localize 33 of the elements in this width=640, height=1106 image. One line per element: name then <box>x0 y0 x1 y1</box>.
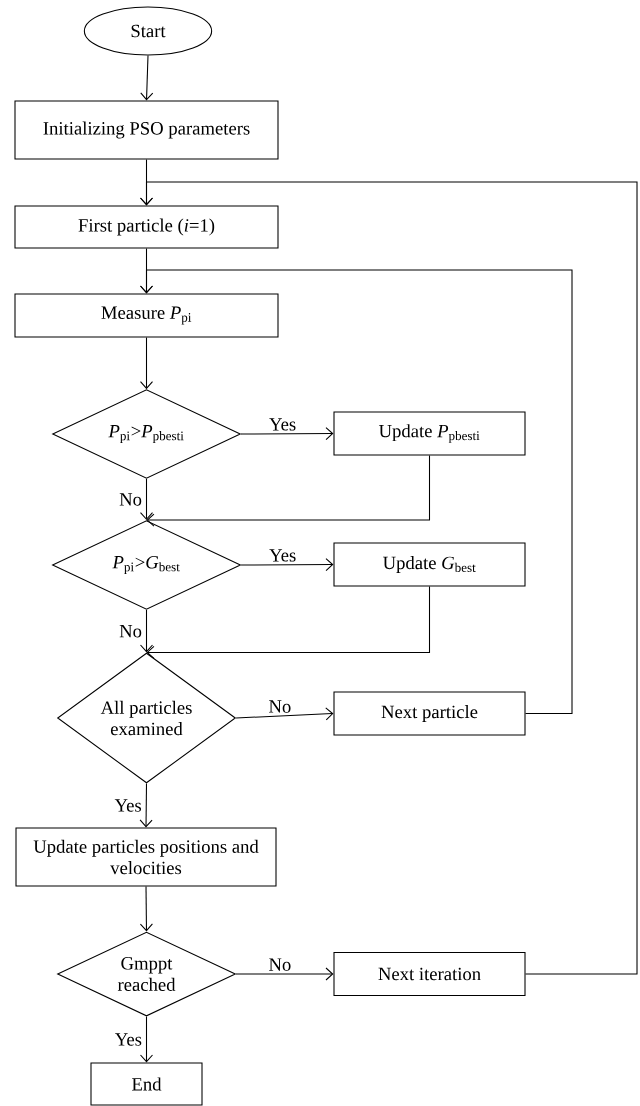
process-box: Next particle <box>333 691 526 736</box>
edge-label: No <box>269 700 291 713</box>
arrow <box>235 707 334 721</box>
edge-label: Yes <box>114 799 142 812</box>
arrow <box>139 337 154 390</box>
process-box: First particle (i=1) <box>14 205 279 249</box>
edge-label: Yes <box>269 418 296 431</box>
edge-label: Yes <box>115 1033 142 1046</box>
process-box: Update G$_{best}$ <box>333 542 526 587</box>
edge-label: No <box>119 625 142 638</box>
edge-label: No <box>269 958 291 971</box>
arrow <box>139 269 573 715</box>
process-box: Measure P$_{pi}$ <box>14 293 279 338</box>
edge-label: No <box>119 493 142 506</box>
arrow <box>146 455 431 527</box>
arrow <box>139 609 154 653</box>
arrow <box>240 558 334 572</box>
process-box: End <box>90 1062 203 1106</box>
arrow <box>146 586 431 659</box>
arrow <box>139 1016 154 1063</box>
edge-label: Yes <box>269 549 296 562</box>
arrow <box>139 886 153 932</box>
terminal-oval: Start <box>83 6 213 56</box>
arrow <box>139 783 153 828</box>
process-box: Update P$_{pbesti}$ <box>333 411 526 456</box>
arrow <box>140 55 154 101</box>
arrow <box>240 427 334 441</box>
arrow <box>235 967 334 981</box>
arrow <box>139 181 638 975</box>
process-box: Update particles positions and velocities <box>15 827 277 887</box>
process-box: Next iteration <box>333 951 526 997</box>
process-box: Initializing PSO parameters <box>14 100 279 160</box>
arrow <box>139 478 154 521</box>
